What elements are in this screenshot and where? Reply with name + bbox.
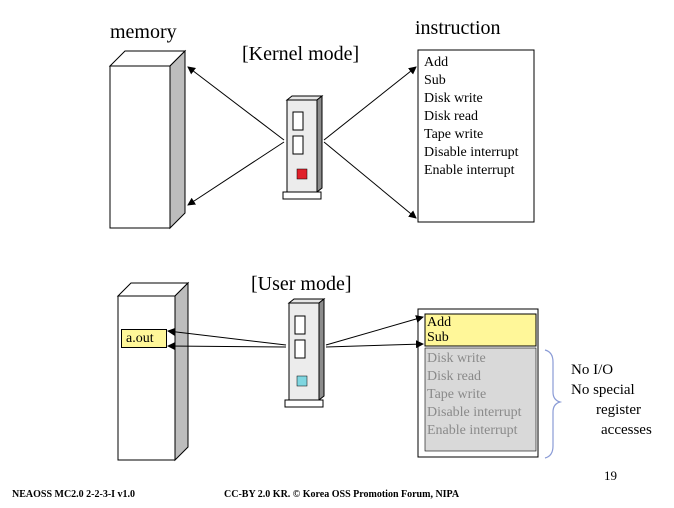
kernel-instruction: Tape write: [424, 127, 484, 142]
user-restricted-instruction: Disk write: [427, 351, 486, 366]
restriction-note-special: No special: [571, 382, 635, 398]
user-allowed-instruction: Add: [427, 315, 452, 330]
user-computer-icon: [284, 297, 326, 408]
user-allowed-instruction: Sub: [427, 330, 449, 345]
kernel-indicator: [296, 168, 308, 180]
restriction-note-io: No I/O: [571, 362, 614, 378]
kernel-instruction: Enable interrupt: [424, 163, 515, 178]
kernel-arrows: [187, 66, 417, 219]
restriction-note-accesses: accesses: [601, 422, 652, 438]
kernel-instruction: Sub: [424, 73, 446, 88]
kernel-instruction: Disk read: [424, 109, 479, 124]
kernel-instruction: Disable interrupt: [424, 145, 519, 160]
footer-version: NEAOSS MC2.0 2-2-3-I v1.0: [12, 489, 136, 500]
footer-license: CC-BY 2.0 KR. © Korea OSS Promotion Foru…: [224, 489, 460, 500]
user-memory-block: [116, 281, 190, 462]
kernel-memory-block: [108, 49, 187, 230]
kernel-mode-label: [Kernel mode]: [242, 43, 360, 65]
user-restricted-background: [424, 347, 537, 452]
user-restricted-instruction: Disk read: [427, 369, 482, 384]
kernel-computer-icon: [282, 94, 324, 200]
user-restricted-instruction: Enable interrupt: [427, 423, 518, 438]
restriction-brace: [544, 349, 563, 459]
user-arrows: [167, 315, 424, 351]
aout-label: a.out: [126, 331, 154, 346]
kernel-instruction-box: [417, 49, 535, 223]
kernel-instruction-list: Add Sub Disk write Disk read Tape write …: [424, 54, 518, 180]
page-number: 19: [604, 468, 617, 483]
user-restricted-instruction: Tape write: [427, 387, 487, 402]
user-allowed-list: Add Sub: [427, 315, 451, 345]
user-indicator: [296, 375, 308, 387]
kernel-instruction: Add: [424, 55, 449, 70]
memory-label: memory: [110, 21, 177, 43]
user-allowed-background: [424, 313, 537, 347]
user-restricted-instruction: Disable interrupt: [427, 405, 522, 420]
kernel-instruction: Disk write: [424, 91, 483, 106]
instruction-label: instruction: [415, 17, 501, 39]
user-mode-label: [User mode]: [251, 273, 352, 295]
restriction-note-register: register: [596, 402, 641, 418]
user-restricted-list: Disk write Disk read Tape write Disable …: [427, 350, 521, 440]
aout-program-box: a.out: [121, 329, 167, 348]
